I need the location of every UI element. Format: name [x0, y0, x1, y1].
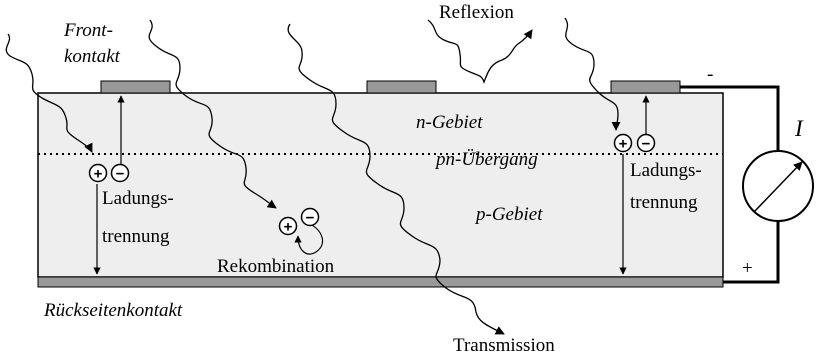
front-contact-1 — [100, 80, 171, 94]
reflection-label: Reflexion — [439, 2, 514, 23]
carrier-pair-recombination: + − — [278, 207, 320, 236]
recombination-loop — [294, 223, 324, 255]
electron-charge-icon — [300, 207, 320, 227]
minus-terminal-label: - — [707, 64, 714, 85]
pn-junction-label: pn-Übergang — [436, 149, 538, 170]
p-region-label: p-Gebiet — [476, 204, 543, 225]
electron-sign: − — [116, 166, 125, 183]
current-symbol: I — [795, 116, 803, 141]
charge-separation-right-line1: Ladungs- — [630, 160, 702, 181]
front-contact-3 — [610, 80, 681, 94]
charge-separation-right-line2: trennung — [630, 192, 698, 213]
hole-charge-icon — [278, 216, 298, 236]
front-contact-label-line2: kontakt — [64, 46, 120, 67]
hole-sign: + — [619, 136, 628, 153]
circuit-wire — [680, 85, 780, 284]
transmission-label: Transmission — [453, 335, 555, 356]
plus-terminal-label: + — [742, 258, 753, 279]
front-contact-2 — [366, 80, 437, 94]
electron-charge-icon — [110, 163, 130, 183]
charge-separation-left-line2: trennung — [102, 226, 170, 247]
hole-sign: + — [284, 219, 293, 236]
n-region-label: n-Gebiet — [416, 112, 483, 133]
electron-charge-icon — [636, 133, 656, 153]
carrier-pair-right: + − — [613, 133, 656, 153]
carrier-pair-left: + − — [88, 163, 130, 183]
hole-charge-icon — [613, 133, 633, 153]
back-contact-label: Rückseitenkontakt — [44, 300, 183, 321]
light-ray-4 — [564, 17, 621, 131]
front-contact-label-line1: Front- — [64, 20, 113, 41]
back-contact — [37, 276, 724, 288]
ammeter-needle — [753, 161, 803, 213]
light-ray-3 — [287, 23, 505, 335]
light-ray-2 — [148, 19, 277, 209]
charge-separation-left-line1: Ladungs- — [102, 188, 174, 209]
light-ray-reflection — [427, 19, 533, 84]
electron-sign: − — [306, 210, 315, 227]
hole-sign: + — [94, 166, 103, 183]
electron-sign: − — [642, 136, 651, 153]
hole-charge-icon — [88, 163, 108, 183]
light-ray-1 — [5, 33, 93, 153]
recombination-label: Rekombination — [217, 256, 335, 277]
